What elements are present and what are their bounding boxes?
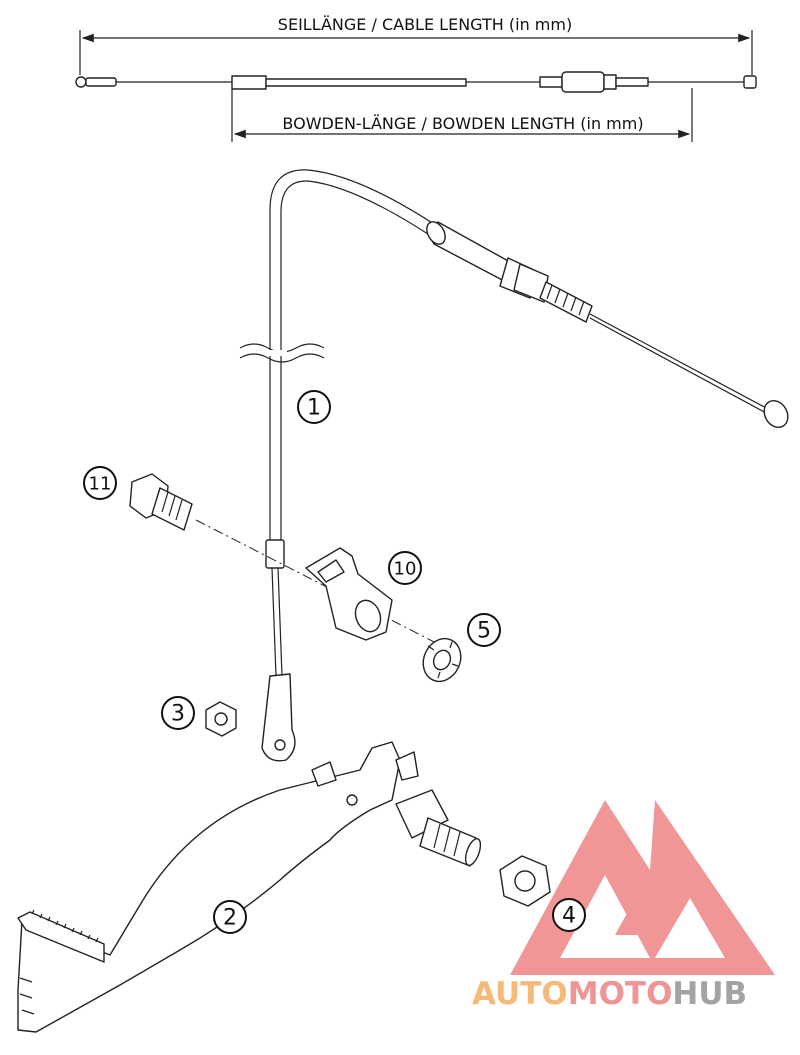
pivot-nut xyxy=(499,855,551,907)
cable-length-label: SEILLÄNGE / CABLE LENGTH (in mm) xyxy=(278,15,572,34)
callout-2: 2 xyxy=(213,900,247,934)
callout-5: 5 xyxy=(467,613,501,647)
callout-4: 4 xyxy=(552,898,586,932)
callout-11: 11 xyxy=(83,466,117,500)
cable-schematic xyxy=(75,71,757,93)
watermark-logo xyxy=(510,800,775,975)
bolt xyxy=(129,473,443,647)
cable-bracket xyxy=(305,547,393,641)
callout-10-label: 10 xyxy=(394,559,417,580)
callout-3: 3 xyxy=(161,696,195,730)
svg-text:AUTOMOTOHUB: AUTOMOTOHUB xyxy=(472,976,747,1012)
callout-10: 10 xyxy=(388,551,422,585)
watermark-auto: AUTO xyxy=(472,976,568,1012)
bowden-length-dimension: BOWDEN-LÄNGE / BOWDEN LENGTH (in mm) xyxy=(231,88,693,142)
small-nut xyxy=(205,701,237,737)
brake-pedal xyxy=(17,741,482,1033)
lock-washer xyxy=(422,637,462,683)
callout-1: 1 xyxy=(297,390,331,424)
callout-1-label: 1 xyxy=(307,396,321,421)
callout-3-label: 3 xyxy=(171,702,185,727)
callout-4-label: 4 xyxy=(562,904,576,929)
callout-11-label: 11 xyxy=(89,474,112,495)
watermark-moto: MOTO xyxy=(568,976,673,1012)
brake-cable xyxy=(239,169,789,762)
watermark-hub: HUB xyxy=(672,976,747,1012)
watermark-text: AUTOMOTOHUB xyxy=(472,976,747,1012)
callout-2-label: 2 xyxy=(223,906,237,931)
bowden-length-label: BOWDEN-LÄNGE / BOWDEN LENGTH (in mm) xyxy=(282,114,643,133)
callout-5-label: 5 xyxy=(477,619,491,644)
cable-length-dimension: SEILLÄNGE / CABLE LENGTH (in mm) xyxy=(79,12,753,75)
